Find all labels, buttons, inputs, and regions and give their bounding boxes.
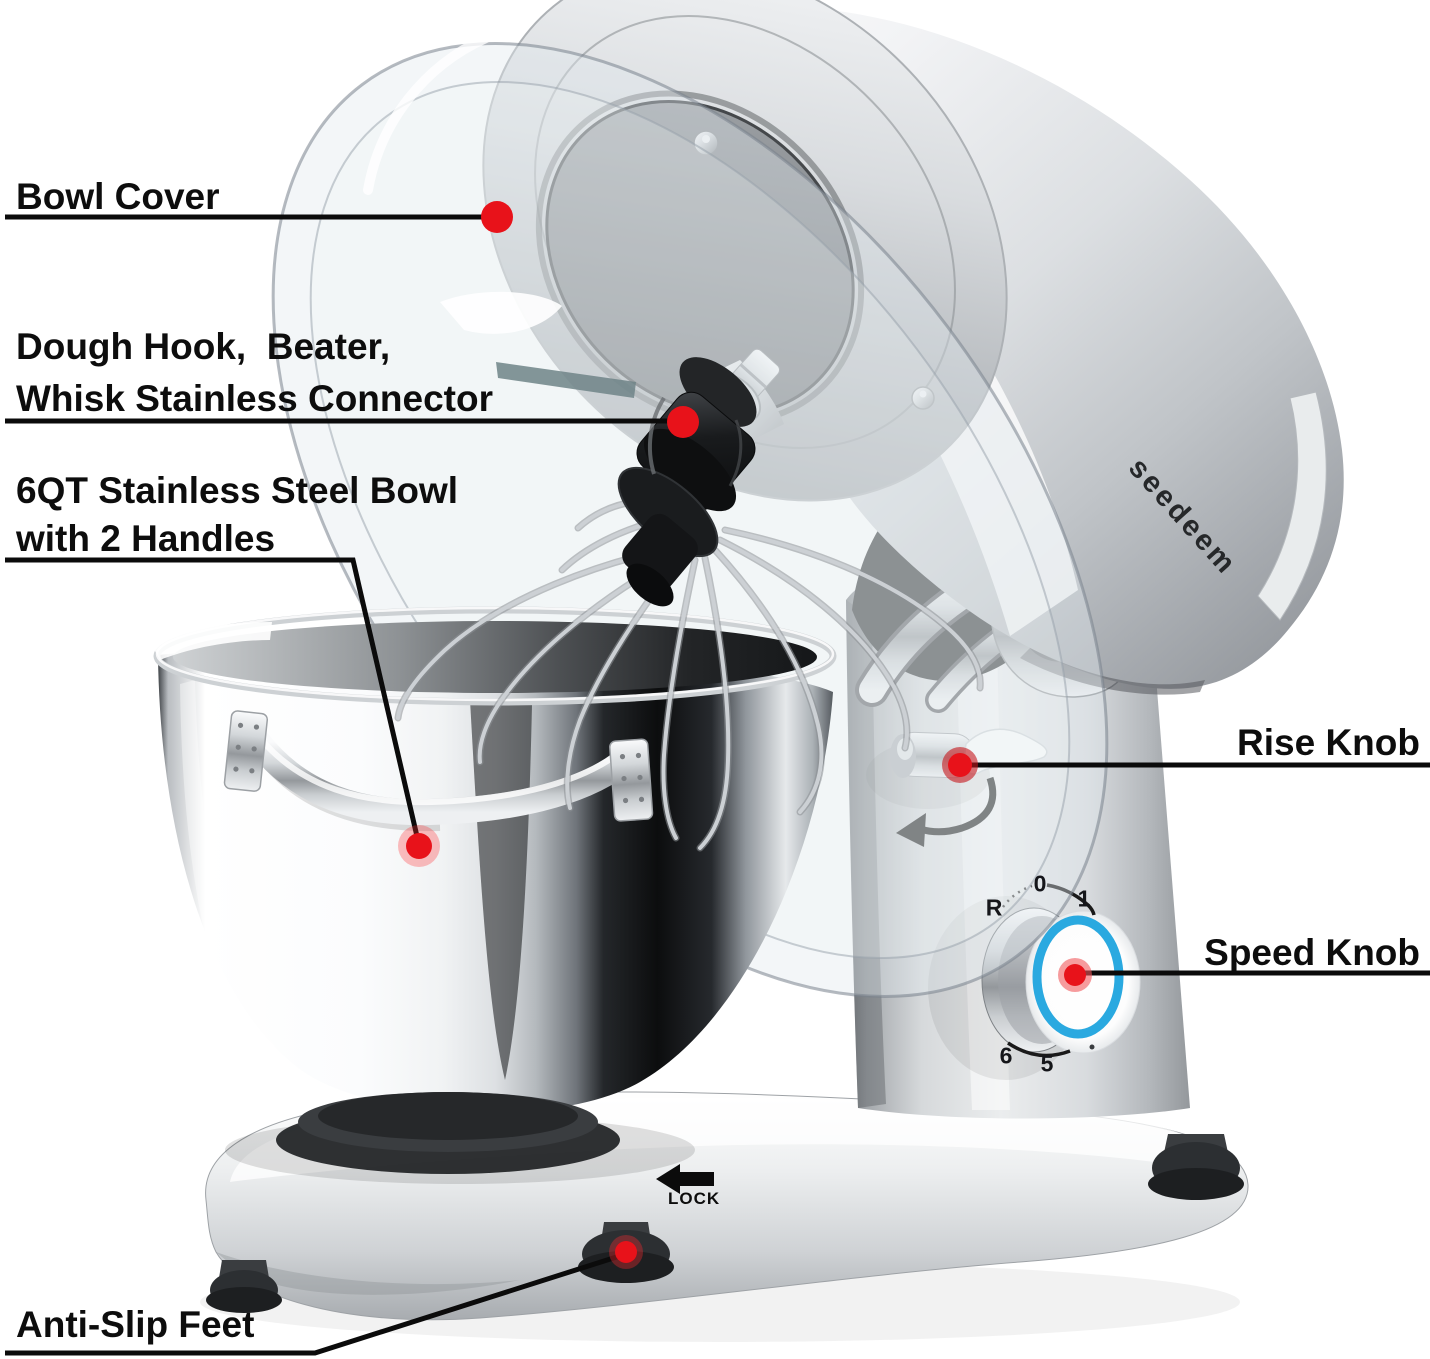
- label-bowl-line1: 6QT Stainless Steel Bowl: [16, 470, 459, 511]
- lock-label: LOCK: [668, 1189, 721, 1208]
- speed-mark-0: 0: [1033, 870, 1047, 897]
- label-bowl-line2: with 2 Handles: [16, 518, 276, 559]
- callout-dot-attachments: [667, 406, 699, 438]
- bowl-handle: [223, 710, 654, 832]
- rotate-arrowhead-icon: [896, 813, 926, 847]
- lock-arrow-icon: [656, 1164, 714, 1194]
- anti-slip-foot-left: [206, 1260, 282, 1313]
- label-attachments-line2: Whisk Stainless Connector: [16, 378, 493, 419]
- bowl-interior: [173, 621, 817, 693]
- speed-mark-1: 1: [1077, 885, 1091, 912]
- head-chrome-trim: [1257, 391, 1327, 621]
- speed-mark-6: 6: [999, 1042, 1013, 1069]
- callout-dot-feet: [615, 1241, 637, 1263]
- label-speed-knob: Speed Knob: [1204, 932, 1420, 973]
- label-bowl-cover: Bowl Cover: [16, 176, 220, 217]
- speed-mark-r: R: [985, 894, 1003, 921]
- rotate-arrow-icon: [918, 776, 997, 836]
- label-attachments-line1: Dough Hook, Beater,: [16, 326, 391, 367]
- anti-slip-foot-right: [1148, 1134, 1244, 1200]
- callout-line-feet: [5, 1251, 627, 1356]
- callout-annotations: [5, 201, 1430, 1356]
- callout-dot-bowl: [406, 833, 432, 859]
- speed-knob-blue-ring: [1032, 915, 1124, 1039]
- screw-icon: [911, 386, 935, 410]
- callout-dot-speed-knob: [1064, 964, 1086, 986]
- whisk-connector: [617, 357, 757, 607]
- callout-dot-bowl-cover: [481, 201, 513, 233]
- cover-handle-slot: [496, 362, 636, 398]
- speed-mark-5: 5: [1040, 1050, 1054, 1077]
- label-rise-knob: Rise Knob: [1237, 722, 1420, 763]
- callout-line-bowl: [5, 557, 422, 846]
- callout-dot-rise-knob: [948, 753, 972, 777]
- label-anti-slip-feet: Anti-Slip Feet: [16, 1304, 255, 1345]
